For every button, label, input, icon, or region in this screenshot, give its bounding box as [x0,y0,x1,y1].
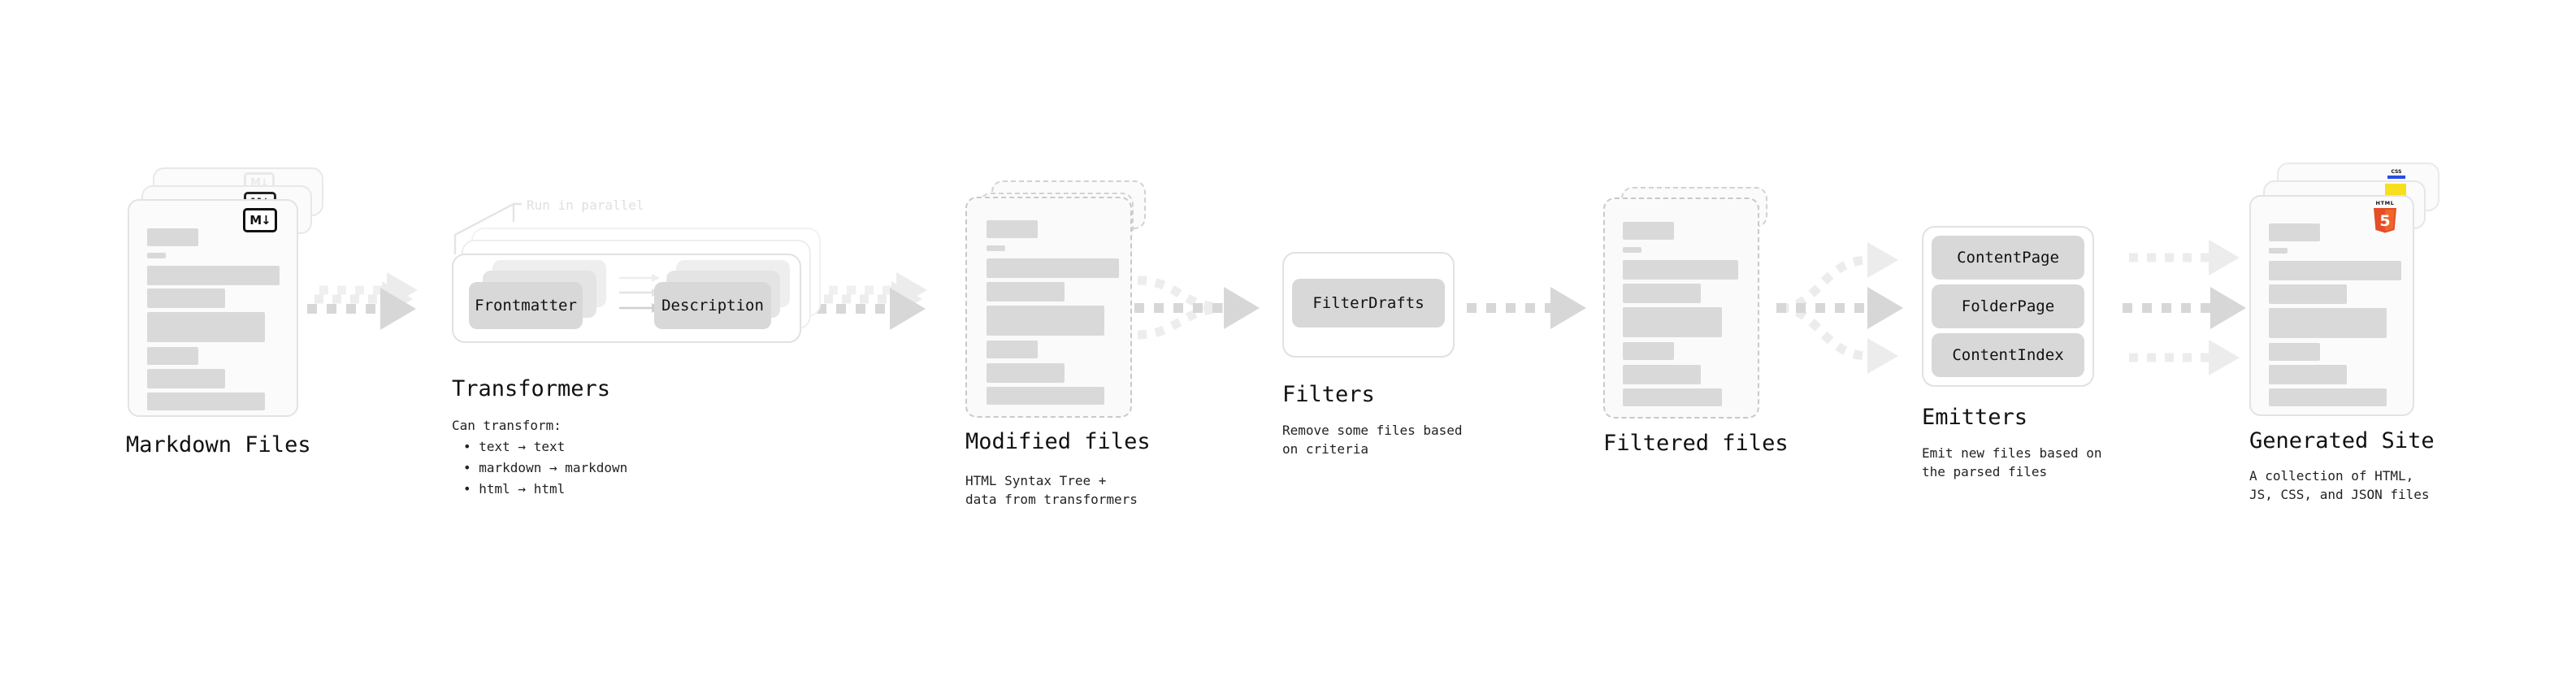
skeleton-line [1623,342,1674,360]
skeleton-line [1623,365,1701,384]
emitters-subtitle-line-1: Emit new files based on [1922,445,2102,461]
modified-files-subtitle-line-2: data from transformers [965,492,1138,507]
skeleton-line [987,363,1065,383]
transformers-bullet: • text → text [463,439,566,454]
emitter-chip-label: ContentPage [1957,249,2059,267]
arrow-emitters-to-site [2123,240,2246,375]
markdown-icon-arrow: ↓ [261,212,271,228]
skeleton-line [1623,388,1722,406]
transformers-bullet-list: • markdown → markdown [463,458,627,479]
skeleton-line [1623,307,1722,337]
skeleton-line [147,347,198,365]
skeleton-line [987,282,1065,301]
skeleton-line [147,393,265,410]
svg-text:HTML: HTML [2376,200,2395,206]
stage-title-generated-site: Generated Site [2249,428,2435,453]
modified-file-card [965,197,1132,418]
transformers-bullet: • markdown → markdown [463,460,628,475]
transformers-bullet-list: • text → text [463,436,565,458]
skeleton-line [987,387,1104,405]
arrow-modified-to-filters [1134,275,1260,340]
filter-chip-filterdrafts[interactable]: FilterDrafts [1292,279,1445,327]
skeleton-line [1623,222,1674,240]
skeleton-line [2269,388,2387,406]
transformers-bullet: • html → html [463,481,566,497]
filter-chip-label: FilterDrafts [1312,294,1425,312]
markdown-icon: M↓ [243,208,277,232]
arrow-filters-to-filtered [1467,287,1586,329]
generated-site-subtitle-line-2: JS, CSS, and JSON files [2249,487,2430,502]
skeleton-line [147,253,166,258]
skeleton-line [987,258,1119,278]
emitter-chip-folderpage[interactable]: FolderPage [1932,284,2084,328]
stage-title-modified-files: Modified files [965,429,1151,454]
stage-title-emitters: Emitters [1922,405,2028,430]
skeleton-line [987,306,1104,336]
filters-subtitle-line-2: on criteria [1282,441,1368,457]
svg-text:5: 5 [2379,212,2390,230]
js-icon [2385,184,2406,198]
arrow-md-to-transformers [307,272,418,330]
skeleton-line [1623,284,1701,303]
skeleton-line [987,220,1038,238]
skeleton-line [1623,260,1738,280]
skeleton-line [147,312,265,342]
skeleton-line [2269,248,2288,254]
run-in-parallel-bracket [453,202,522,254]
skeleton-line [147,228,198,246]
skeleton-line [147,288,225,308]
filters-subtitle-line-1: Remove some files based [1282,423,1463,438]
css3-icon-label: CSS [2391,169,2402,175]
skeleton-line [2269,365,2347,384]
css3-icon-bar [2387,176,2405,179]
skeleton-line [147,266,280,285]
stage-title-markdown-files: Markdown Files [126,432,311,458]
arrow-transformers-to-modified [817,272,927,330]
emitter-chip-contentpage[interactable]: ContentPage [1932,236,2084,280]
transformer-chip-frontmatter[interactable]: Frontmatter [469,282,583,329]
css3-icon: CSS [2387,167,2405,179]
transformer-chip-label: Description [661,297,764,314]
arrow-filtered-to-emitters [1776,242,1903,374]
run-in-parallel-hint: Run in parallel [527,197,644,213]
skeleton-line [147,369,225,388]
transformers-bullet-list: • html → html [463,479,565,500]
transformer-chip-label: Frontmatter [475,297,577,314]
skeleton-line [2269,284,2347,304]
skeleton-line [1623,247,1641,253]
modified-files-subtitle-line-1: HTML Syntax Tree + [965,473,1107,488]
markdown-icon-arrow: ↓ [260,177,269,189]
stage-title-filtered-files: Filtered files [1603,431,1789,456]
filtered-file-card [1603,197,1759,419]
skeleton-line [987,245,1005,251]
markdown-file-card [128,199,298,417]
skeleton-line [2269,261,2401,280]
emitter-chip-label: FolderPage [1961,297,2055,315]
transformer-chip-description[interactable]: Description [654,282,771,329]
emitters-subtitle-line-2: the parsed files [1922,464,2048,479]
html5-icon: HTML 5 [2371,199,2399,233]
generated-site-card [2249,195,2414,416]
emitter-chip-label: ContentIndex [1952,346,2064,364]
stage-title-filters: Filters [1282,382,1375,407]
transformers-caption-lead: Can transform: [452,418,562,433]
skeleton-line [2269,343,2320,361]
markdown-icon-letter: M [249,212,262,228]
stage-title-transformers: Transformers [452,376,611,401]
skeleton-line [2269,308,2387,338]
skeleton-line [2269,223,2320,241]
skeleton-line [987,340,1038,358]
emitter-chip-contentindex[interactable]: ContentIndex [1932,333,2084,377]
generated-site-subtitle-line-1: A collection of HTML, [2249,468,2414,484]
